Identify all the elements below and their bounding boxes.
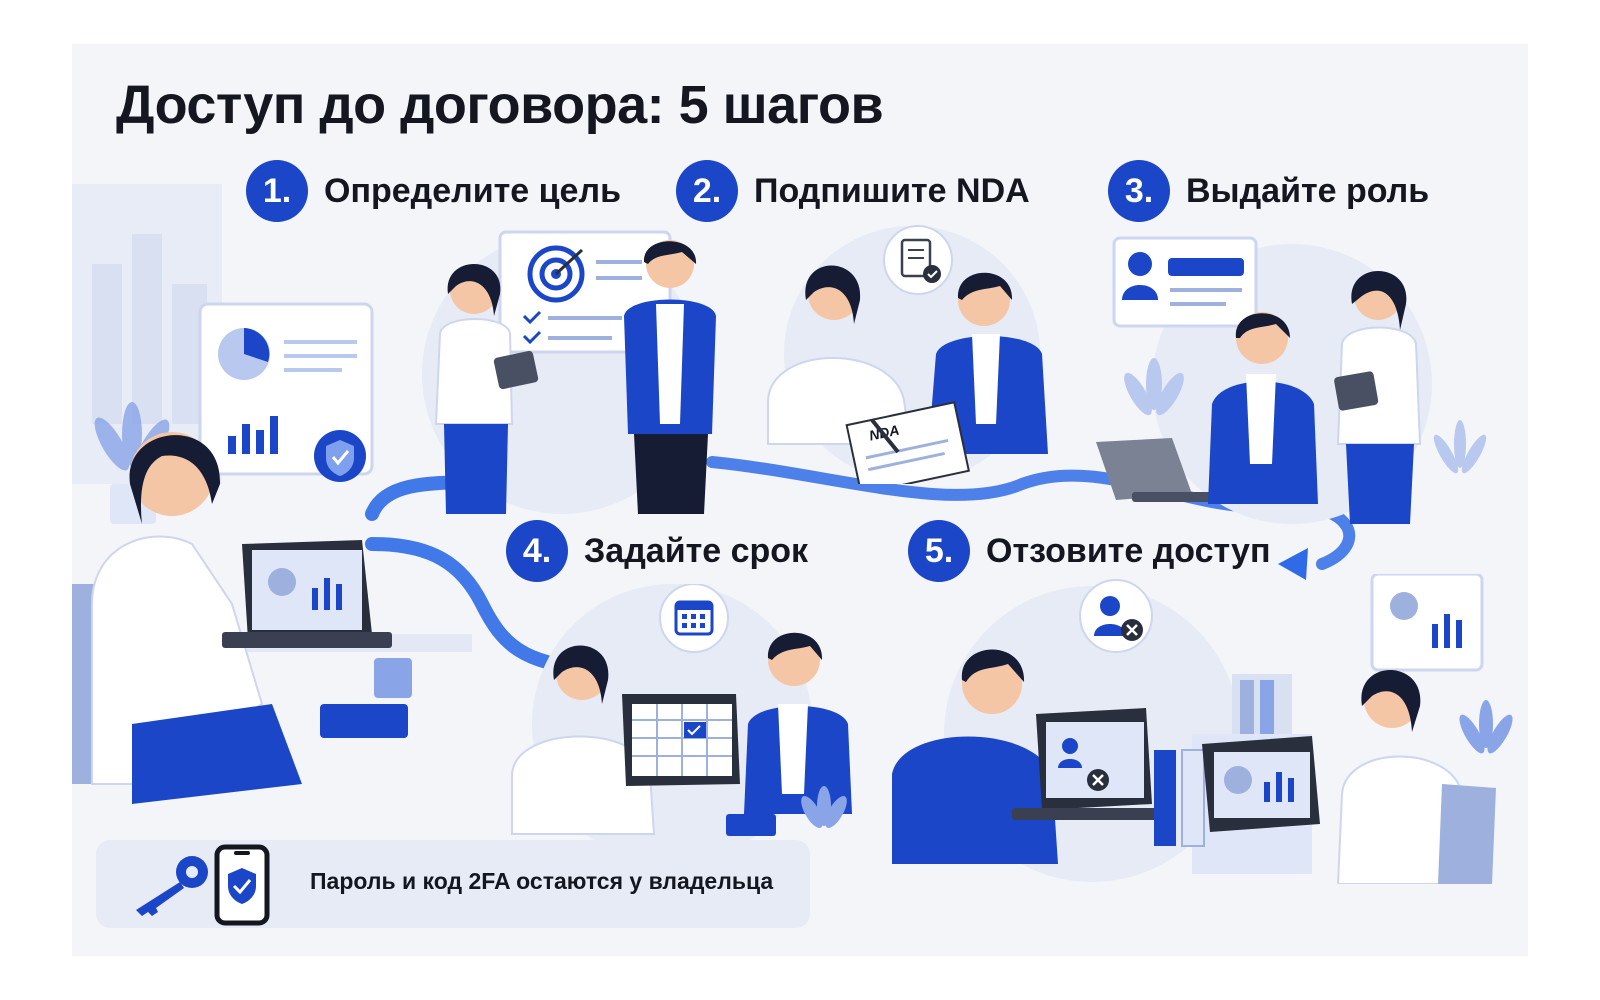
step-5-number: 5. (908, 520, 970, 582)
step-3-label: Выдайте роль (1186, 171, 1430, 210)
infographic-canvas: Доступ до договора: 5 шагов 1. Определит… (72, 44, 1528, 956)
step-4-number: 4. (506, 520, 568, 582)
security-note-text: Пароль и код 2FA остаются у владельца (310, 868, 774, 894)
key-icon (136, 856, 208, 916)
pie-chart-icon (218, 328, 270, 380)
step-3-heading: 3. Выдайте роль (1108, 160, 1429, 222)
phone-shield-icon (214, 844, 270, 926)
target-icon (527, 245, 585, 303)
profile-card-icon (1112, 236, 1258, 328)
step-4-heading: 4. Задайте срок (506, 520, 808, 582)
step-5-scene (892, 574, 1513, 884)
bar-chart-icon (228, 416, 278, 454)
step-4-label: Задайте срок (584, 531, 809, 570)
page-title: Доступ до договора: 5 шагов (116, 75, 884, 135)
step-3-number: 3. (1108, 160, 1170, 222)
calendar-icon (659, 584, 729, 653)
step-4-scene (511, 584, 852, 844)
security-note: Пароль и код 2FA остаются у владельца (96, 840, 810, 928)
step-1-scene (422, 230, 716, 514)
step-1-heading: 1. Определите цель (246, 160, 621, 222)
step-5-heading: 5. Отзовите доступ (908, 520, 1270, 582)
user-remove-icon (1079, 579, 1153, 653)
step-5-label: Отзовите доступ (986, 531, 1271, 570)
step-1-label: Определите цель (324, 171, 621, 210)
step-3-scene (1096, 236, 1487, 524)
step-2-number: 2. (676, 160, 738, 222)
step-2-label: Подпишите NDA (754, 171, 1030, 210)
office-worker-scene (72, 184, 472, 804)
shield-check-icon (314, 430, 366, 482)
step-2-scene: NDA (767, 225, 1048, 484)
document-check-icon (883, 225, 953, 295)
step-2-heading: 2. Подпишите NDA (676, 160, 1030, 222)
step-1-number: 1. (246, 160, 308, 222)
